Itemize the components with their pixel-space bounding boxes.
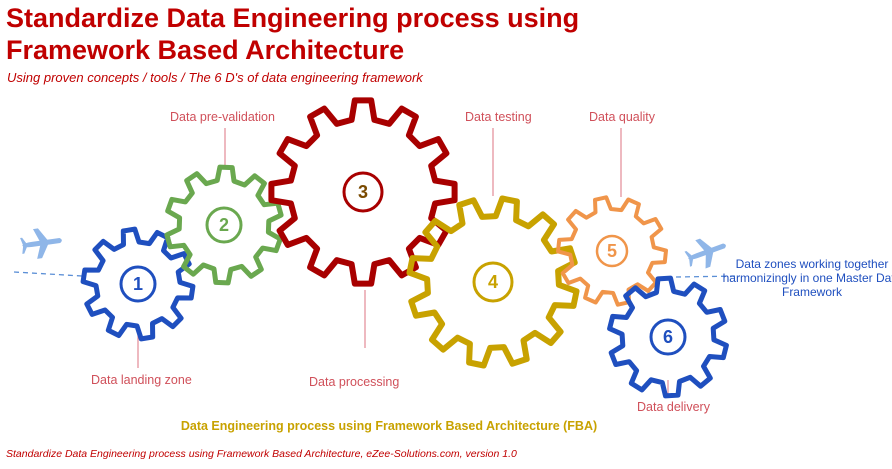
airplane-icon [684, 238, 726, 269]
gear-hub-4 [472, 261, 514, 303]
gear-4 [406, 195, 580, 369]
gear-6 [607, 275, 729, 399]
gear-hub-2 [205, 206, 243, 244]
fba-caption: Data Engineering process using Framework… [180, 419, 598, 433]
gear-1 [80, 226, 196, 342]
gear-3 [268, 97, 458, 287]
gear-hub-3 [342, 171, 384, 213]
gear-number-5: 5 [607, 241, 617, 261]
flow-line-out [675, 275, 741, 278]
gear-number-4: 4 [488, 272, 498, 292]
gear-hub-6 [649, 318, 687, 356]
label-data-quality: Data quality [589, 110, 656, 124]
gear-number-3: 3 [358, 182, 368, 202]
label-data-processing: Data processing [309, 375, 400, 389]
page-title: Standardize Data Engineering process usi… [6, 2, 766, 66]
footer-text: Standardize Data Engineering process usi… [6, 448, 517, 460]
gear-hub-1 [119, 265, 157, 303]
gear-hub-5 [595, 234, 629, 268]
title-line-1: Standardize Data Engineering process usi… [6, 3, 580, 33]
gear-layer [80, 97, 729, 399]
zones-note: Data zones working together harmonizingl… [722, 257, 892, 299]
airplane-icon [20, 228, 62, 259]
gear-number-1: 1 [133, 274, 143, 294]
gear-5 [556, 195, 668, 307]
label-data-testing: Data testing [465, 110, 532, 124]
label-data-delivery: Data delivery [637, 400, 710, 414]
gear-2 [164, 164, 284, 286]
subtitle: Using proven concepts / tools / The 6 D'… [7, 70, 423, 85]
flow-line-in [13, 271, 83, 277]
title-line-2: Framework Based Architecture [6, 35, 405, 65]
gear-number-2: 2 [219, 215, 229, 235]
label-data-landing-zone: Data landing zone [91, 373, 192, 387]
gear-number-6: 6 [663, 327, 673, 347]
label-data-pre-validation: Data pre-validation [170, 110, 275, 124]
